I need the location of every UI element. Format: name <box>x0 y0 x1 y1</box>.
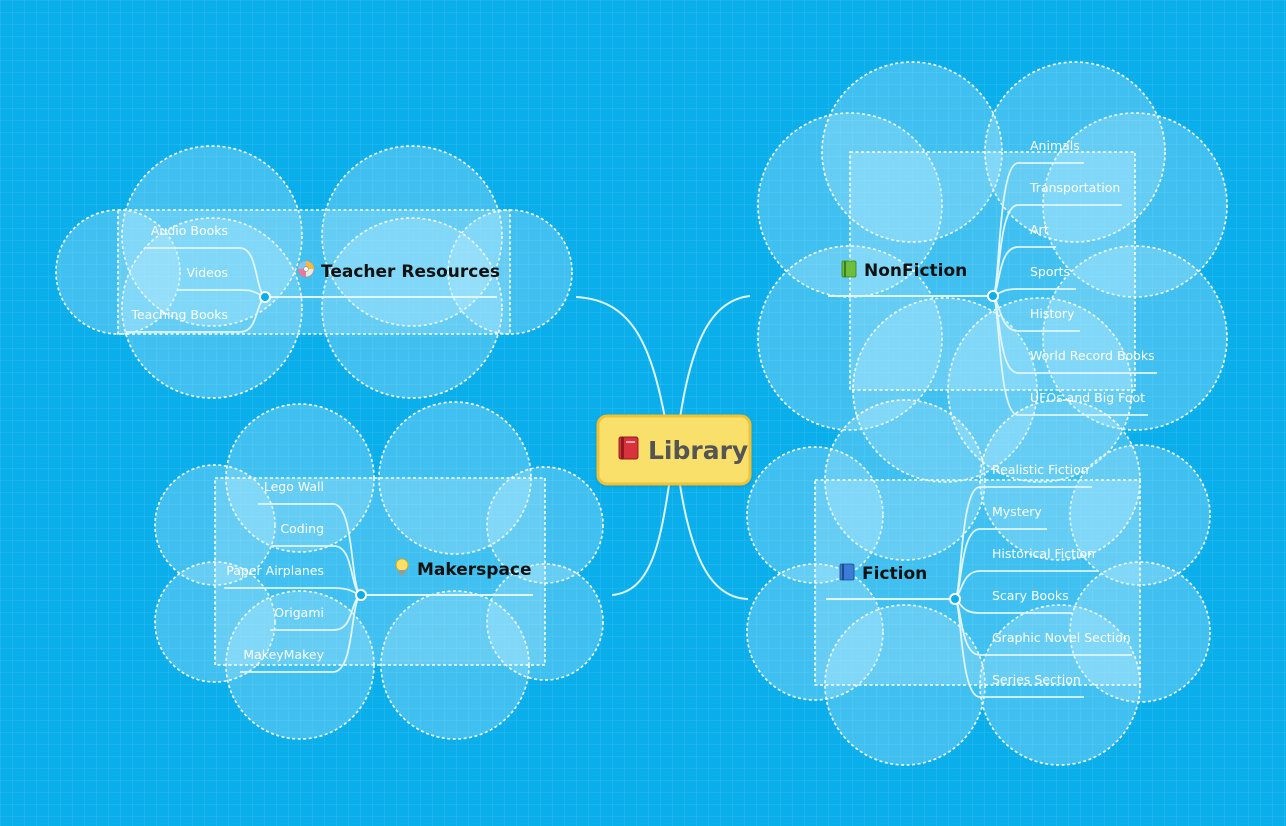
branch-makerspace[interactable]: Lego Wall Coding Paper Airplanes Origami… <box>224 479 533 673</box>
leaf-art[interactable]: Art <box>1030 222 1049 237</box>
leaf-line <box>992 295 1148 416</box>
cloud-boundaries <box>55 61 1228 766</box>
leaf-teaching-books[interactable]: Teaching Books <box>130 307 228 322</box>
leaf-line <box>954 598 1084 698</box>
collapse-hub-makerspace[interactable] <box>355 589 367 601</box>
leaf-world-record-books[interactable]: World Record Books <box>1030 348 1155 363</box>
cloud-makerspace <box>154 401 604 740</box>
leaf-animals[interactable]: Animals <box>1030 138 1080 153</box>
branch-label-fiction[interactable]: Fiction <box>862 564 927 584</box>
dvd-disc-icon <box>297 260 315 278</box>
branch-label-teacher-resources[interactable]: Teacher Resources <box>321 262 500 282</box>
leaf-paper-airplanes[interactable]: Paper Airplanes <box>226 563 324 578</box>
leaf-graphic-novel-section[interactable]: Graphic Novel Section <box>992 630 1131 645</box>
leaf-audio-books[interactable]: Audio Books <box>151 223 228 238</box>
connector-nonfiction <box>679 295 751 419</box>
collapse-hub-nonfiction[interactable] <box>987 290 999 302</box>
leaf-origami[interactable]: Origami <box>274 605 324 620</box>
lightbulb-icon <box>395 558 409 575</box>
leaf-history[interactable]: History <box>1030 306 1075 321</box>
branch-label-makerspace[interactable]: Makerspace <box>417 560 532 580</box>
connector-fiction <box>679 484 749 600</box>
leaf-series-section[interactable]: Series Section <box>992 672 1081 687</box>
branch-nonfiction[interactable]: Animals Transportation Art Sports Histor… <box>828 138 1157 416</box>
cloud-nonfiction <box>757 61 1228 483</box>
root-label[interactable]: Library <box>648 436 748 465</box>
leaf-mystery[interactable]: Mystery <box>992 504 1042 519</box>
leaf-videos[interactable]: Videos <box>186 265 228 280</box>
green-book-icon <box>841 260 857 278</box>
leaf-scary-books[interactable]: Scary Books <box>992 588 1069 603</box>
leaf-realistic-fiction[interactable]: Realistic Fiction <box>992 462 1089 477</box>
leaf-line <box>258 503 362 596</box>
leaf-coding[interactable]: Coding <box>280 521 324 536</box>
makerspace-leaves: Lego Wall Coding Paper Airplanes Origami… <box>224 479 362 673</box>
leaf-historical-fiction[interactable]: Historical Fiction <box>992 546 1095 561</box>
leaf-ufos-and-big-foot[interactable]: UFOs and Big Foot <box>1030 390 1145 405</box>
leaf-transportation[interactable]: Transportation <box>1029 180 1120 195</box>
connector-teacher-resources <box>575 296 666 419</box>
leaf-sports[interactable]: Sports <box>1030 264 1070 279</box>
leaf-lego-wall[interactable]: Lego Wall <box>264 479 324 494</box>
branch-fiction[interactable]: Realistic Fiction Mystery Historical Fic… <box>826 462 1132 698</box>
branch-label-nonfiction[interactable]: NonFiction <box>864 261 967 281</box>
connector-makerspace <box>611 484 670 596</box>
root-box[interactable] <box>596 414 752 486</box>
cloud-teacher-resources <box>55 145 573 399</box>
red-book-icon <box>618 436 639 460</box>
cloud-fiction <box>746 399 1211 766</box>
root-connectors <box>575 295 751 600</box>
leaf-makeymakey[interactable]: MakeyMakey <box>243 647 324 662</box>
collapse-hub-teacher-resources[interactable] <box>259 291 271 303</box>
blue-book-icon <box>839 563 855 581</box>
branch-teacher-resources[interactable]: Audio Books Videos Teaching Books Teache… <box>126 223 500 333</box>
collapse-hub-fiction[interactable] <box>949 593 961 605</box>
root-node[interactable]: Library <box>596 414 752 486</box>
fiction-leaves: Realistic Fiction Mystery Historical Fic… <box>954 462 1132 698</box>
